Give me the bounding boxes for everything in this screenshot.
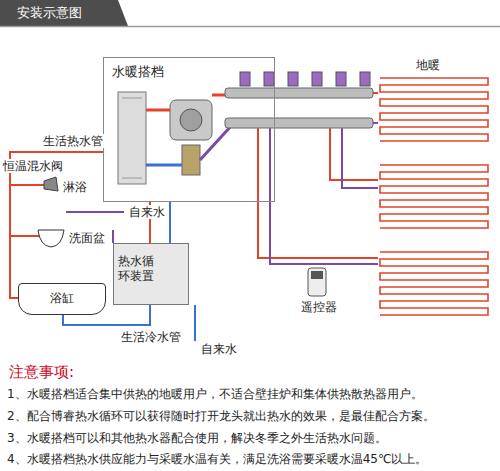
notes-heading: 注意事项: [8, 363, 75, 381]
circulation-box: 热水循环装置 [113, 243, 189, 305]
part-label: 生活冷水管 [120, 330, 182, 344]
manifold-valves [240, 72, 370, 86]
manifold-bar [225, 118, 373, 128]
floor-loop [380, 78, 488, 141]
basin [38, 230, 64, 247]
node-label: 浴缸 [25, 291, 99, 306]
remote-icon [308, 268, 326, 296]
shower-head [44, 177, 58, 191]
part-label: 生活热水管 [42, 134, 104, 148]
pipe-connector [10, 152, 103, 298]
part-label: 自来水 [200, 342, 238, 356]
node-label: 热水循环装置 [118, 254, 155, 284]
floor-loop [380, 252, 488, 315]
node-label: 水暖搭档 [112, 64, 266, 80]
unit-box: 水暖搭档 [103, 57, 275, 202]
page-title: 安装示意图 [16, 5, 83, 21]
part-label: 遥控器 [300, 300, 338, 314]
header-tab [0, 0, 128, 26]
part-label: 淋浴 [62, 180, 88, 194]
pump-motor [170, 100, 212, 140]
note-line: 1、水暖搭档适合集中供热的地暖用户，不适合壁挂炉和集体供热散热器用户。 [6, 387, 424, 401]
note-line: 4、水暖搭档热水供应能力与采暖水温有关，满足洗浴需要采暖水温45℃以上。 [6, 452, 428, 466]
header-rule [0, 26, 500, 28]
heat-exchanger [118, 92, 146, 184]
part-label: 恒温混水阀 [2, 159, 64, 173]
valve [182, 145, 200, 175]
note-line: 2、配合博睿热水循环可以获得随时打开龙头就出热水的效果，是最佳配合方案。 [6, 409, 436, 423]
manifold-bar [225, 88, 373, 98]
part-label: 洗面盆 [68, 231, 106, 245]
note-line: 3、水暖搭档可以和其他热水器配合使用，解决冬季之外生活热水问题。 [6, 431, 388, 445]
floor-heating-loops [380, 78, 488, 315]
part-label: 地暖 [415, 58, 441, 72]
bathtub-box: 浴缸 [18, 283, 106, 315]
loop-pipes [258, 93, 378, 264]
floor-loop [380, 165, 488, 228]
part-label: 自来水 [128, 205, 166, 219]
